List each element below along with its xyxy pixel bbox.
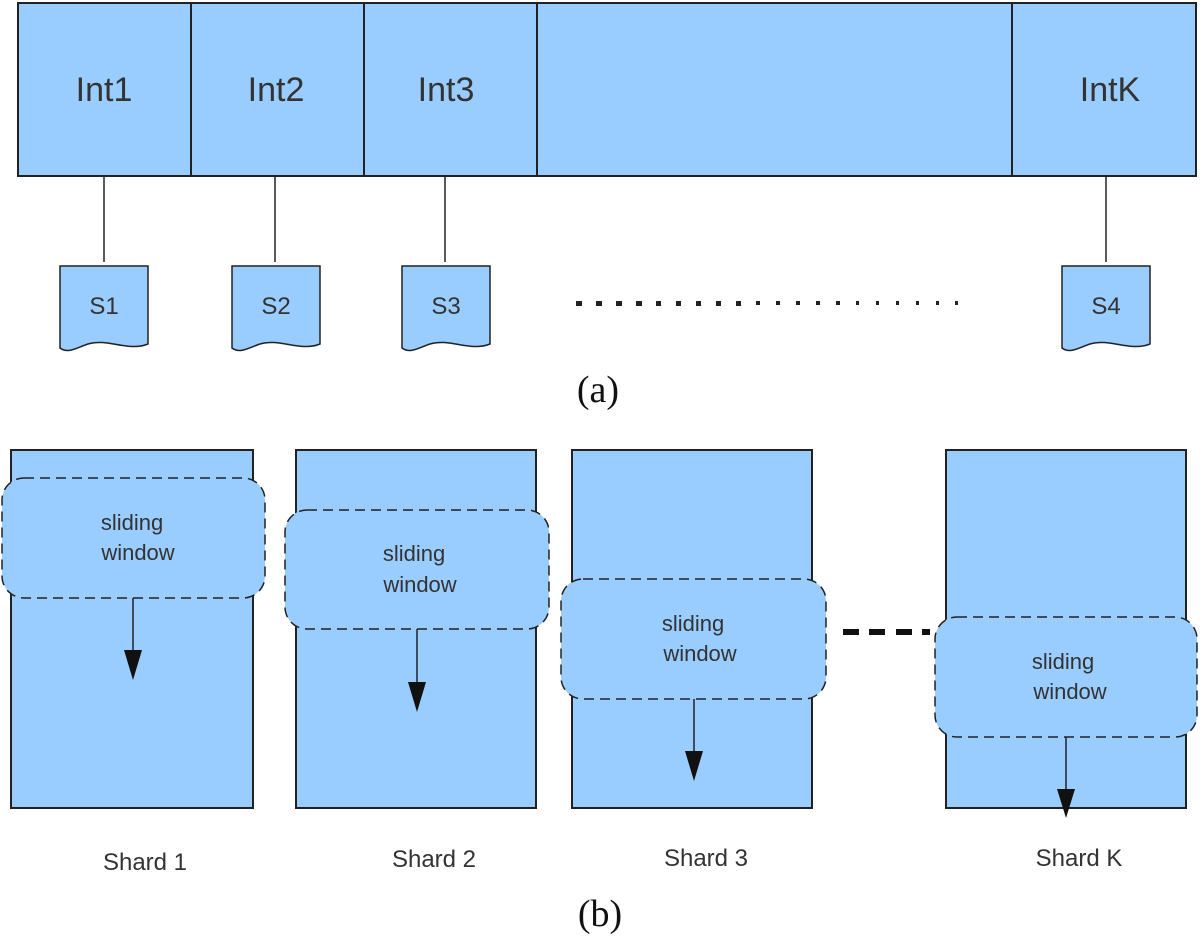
document-1: S1 [59,265,149,352]
shard-label-2: Shard 2 [392,846,476,873]
interval-bar: Int1 Int2 Int3 IntK [17,2,1197,177]
shard-3-window-label-line2: window [662,641,736,666]
ellipsis-dashes [843,629,930,635]
shard-label-1: Shard 1 [103,849,187,876]
interval-box-1 [17,2,192,177]
shard-2-window [284,509,550,630]
shard-k-arrow-head [1057,789,1075,818]
shard-1-window-label-line2: window [100,540,174,565]
shard-k-window-label-line1: sliding [1032,649,1094,674]
caption-a: (a) [577,369,619,411]
interval-box-k [1011,2,1197,177]
interval-box-2 [190,2,365,177]
document-3-shape [401,265,491,352]
document-4-label: S4 [1091,293,1120,320]
shard-2-window-label-line1: sliding [383,541,445,566]
shard-1-window [1,477,266,599]
document-2: S2 [231,265,321,352]
document-2-label: S2 [261,293,290,320]
shard-1-window-label-line1: sliding [101,510,163,535]
document-4: S4 [1061,265,1151,352]
shard-1-arrow-head [124,650,142,680]
interval-label-2: Int2 [248,71,305,109]
interval-label-k: IntK [1080,71,1141,109]
interval-label-1: Int1 [76,71,133,109]
shard-k-window [934,616,1198,738]
connectors [103,176,1107,262]
interval-box-3 [363,2,538,177]
document-1-shape [59,265,149,352]
interval-box-gap [536,2,1013,177]
shard-3-arrow-head [685,751,703,781]
shard-k-window-label-line2: window [1032,679,1106,704]
shard-2: sliding window [284,449,550,809]
shard-2-arrow-head [408,682,426,712]
document-2-shape [231,265,321,352]
document-3: S3 [401,265,491,352]
document-1-label: S1 [89,293,118,320]
document-3-label: S3 [431,293,460,320]
shard-label-3: Shard 3 [664,845,748,872]
caption-b: (b) [578,893,622,935]
interval-label-3: Int3 [418,71,475,109]
shard-2-window-label-line2: window [382,572,456,597]
shard-3-window [560,578,827,700]
shard-3: sliding window [560,449,827,809]
shard-label-k: Shard K [1036,845,1123,872]
shard-1: sliding window [1,449,266,809]
ellipsis-dots [576,301,958,306]
shard-k: sliding window [934,449,1198,818]
document-4-shape [1061,265,1151,352]
shard-3-window-label-line1: sliding [662,611,724,636]
